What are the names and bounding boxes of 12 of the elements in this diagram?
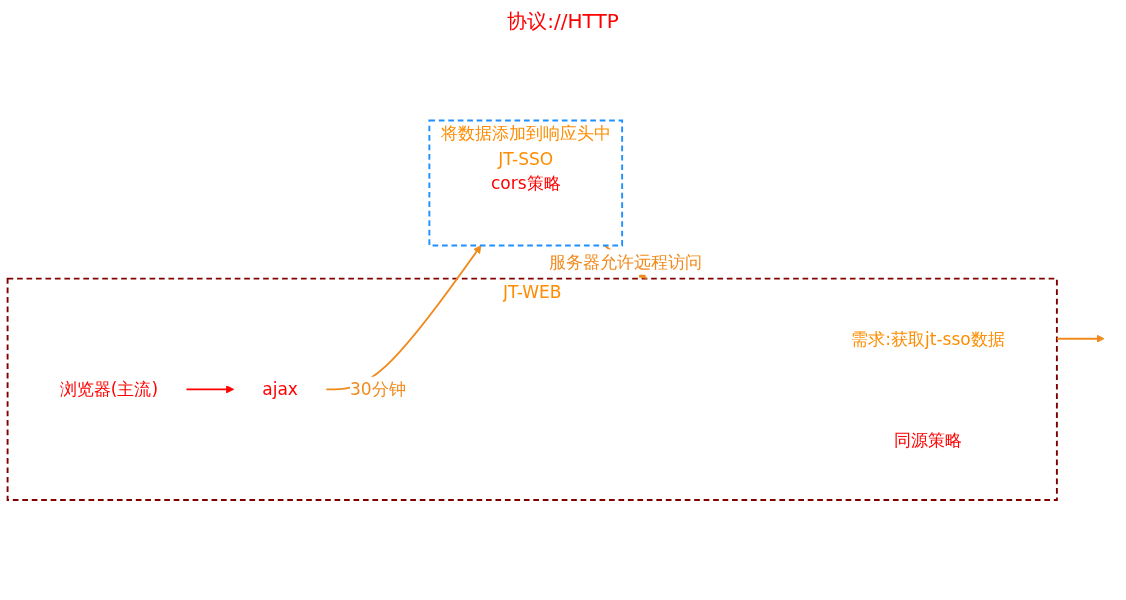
node-text: 同源策略 xyxy=(893,429,963,450)
arrow xyxy=(325,244,482,390)
node-text: 需求:获取jt-sso数据 xyxy=(851,328,1005,349)
node-text: cors策略 xyxy=(490,172,561,193)
node-text: ajax xyxy=(262,379,298,399)
protocol-note: 协议://HTTP xyxy=(507,9,619,33)
edge-label: 30分钟 xyxy=(349,379,406,399)
edge-label: 服务器允许远程访问 xyxy=(548,251,703,272)
arrow xyxy=(1055,334,1105,343)
node-text: 浏览器(主流) xyxy=(59,379,159,399)
arrow xyxy=(185,384,235,394)
node-label: 将数据添加到响应头中 xyxy=(440,123,611,143)
